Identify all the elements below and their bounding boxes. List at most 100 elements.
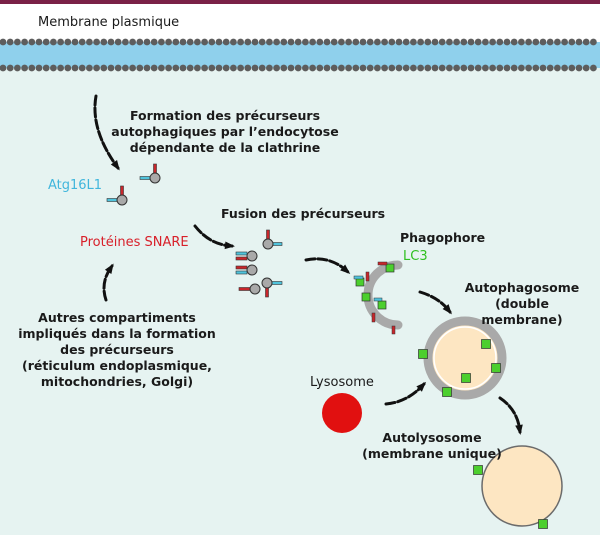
lipid-head: [539, 38, 547, 46]
lipid-head: [525, 38, 532, 46]
arrowhead-icon: [442, 304, 452, 315]
lipid-head: [302, 64, 309, 72]
lipid-head: [0, 38, 7, 46]
snare-protein: [365, 271, 370, 282]
lipid-head: [338, 38, 345, 46]
snare-protein: [235, 256, 248, 261]
lipid-head: [338, 64, 345, 72]
snare-label: Protéines SNARE: [80, 235, 189, 250]
atg16l1-protein: [271, 281, 283, 285]
autres-line-4: (réticulum endoplasmique,: [22, 358, 212, 373]
snare-protein: [265, 287, 269, 298]
lipid-head: [388, 38, 396, 46]
lipid-head: [158, 38, 165, 46]
lc3-marker: [481, 339, 491, 349]
precursor-vesicle-icon: [235, 250, 258, 262]
vesicle-body: [261, 277, 273, 289]
lc3-label: LC3: [403, 249, 428, 264]
lipid-heads-bottom: [0, 64, 597, 72]
lipid-head: [474, 38, 482, 46]
lc3-marker: [377, 300, 387, 310]
lipid-head: [352, 38, 360, 46]
lipid-head: [122, 38, 129, 46]
lipid-head: [194, 64, 201, 72]
lipid-head: [510, 64, 518, 72]
snare-protein: [377, 261, 388, 266]
lipid-head: [532, 38, 540, 46]
lipid-head: [71, 64, 79, 72]
lipid-head: [244, 64, 252, 72]
autolysosome-membrane: [481, 445, 563, 527]
membrane-band: [0, 42, 600, 68]
autolysosome-label: Autolysosome (membrane unique): [362, 430, 502, 461]
cytoplasm-background: [0, 8, 600, 535]
lipid-head: [489, 64, 496, 72]
lipid-head: [251, 38, 259, 46]
lipid-head: [561, 64, 568, 72]
lipid-head: [237, 38, 245, 46]
lipid-head: [230, 38, 237, 46]
lipid-head: [402, 38, 410, 46]
lipid-head: [57, 38, 64, 46]
lipid-head: [316, 64, 324, 72]
lipid-head: [568, 38, 576, 46]
lipid-head: [150, 64, 158, 72]
lipid-head: [453, 64, 460, 72]
autophagosome-line-2: (double: [495, 296, 549, 311]
lipid-head: [194, 38, 201, 46]
lipid-head: [6, 38, 14, 46]
lipid-head: [237, 64, 245, 72]
lipid-head: [172, 38, 180, 46]
lipid-head: [14, 38, 21, 46]
lipid-head: [467, 64, 475, 72]
lc3-marker: [461, 373, 471, 383]
snare-protein: [235, 265, 248, 270]
autophagosome-icon: [418, 316, 507, 400]
lipid-head: [50, 38, 57, 46]
lipid-head: [431, 64, 439, 72]
phagophore-markers: [353, 261, 396, 335]
lipid-head: [273, 64, 280, 72]
lipid-head: [294, 64, 302, 72]
lipid-head: [575, 64, 583, 72]
lipid-head: [129, 64, 137, 72]
arrows: [93, 94, 523, 435]
autophagosome-label: Autophagosome (double membrane): [465, 280, 579, 327]
snare-protein: [120, 185, 124, 196]
lipid-head: [482, 64, 489, 72]
lipid-head: [258, 64, 266, 72]
atg16l1-protein: [235, 251, 248, 256]
lc3-marker: [442, 387, 452, 397]
lipid-head: [381, 64, 388, 72]
lipid-head: [28, 64, 36, 72]
vesicle-body: [246, 264, 258, 276]
lipid-head: [57, 64, 64, 72]
lipid-head: [100, 64, 108, 72]
lipid-head: [86, 38, 93, 46]
lipid-head: [35, 64, 43, 72]
lipid-head: [266, 64, 273, 72]
lipid-head: [244, 38, 252, 46]
lipid-head: [467, 38, 475, 46]
formation-line-2: autophagiques par l’endocytose: [111, 124, 338, 139]
autolysosome-lc3: [473, 465, 548, 529]
autophagosome-line-3: membrane): [481, 312, 562, 327]
lipid-head: [64, 64, 72, 72]
lipid-head: [402, 64, 410, 72]
lipid-head: [122, 64, 129, 72]
atg16l1-protein: [373, 297, 383, 302]
autophagosome-line-1: Autophagosome: [465, 280, 579, 295]
arrowhead-icon: [104, 263, 114, 274]
lc3-marker: [418, 349, 428, 359]
lipid-head: [172, 64, 180, 72]
autophagosome-lc3: [418, 339, 501, 397]
lipid-head: [294, 38, 302, 46]
lipid-head: [222, 64, 230, 72]
lipid-head: [309, 38, 316, 46]
fusion-label: Fusion des précurseurs: [221, 206, 385, 221]
precursor-vesicles: [106, 163, 283, 298]
lipid-head: [266, 38, 273, 46]
vesicle-body: [262, 238, 274, 250]
lipid-head: [208, 38, 216, 46]
